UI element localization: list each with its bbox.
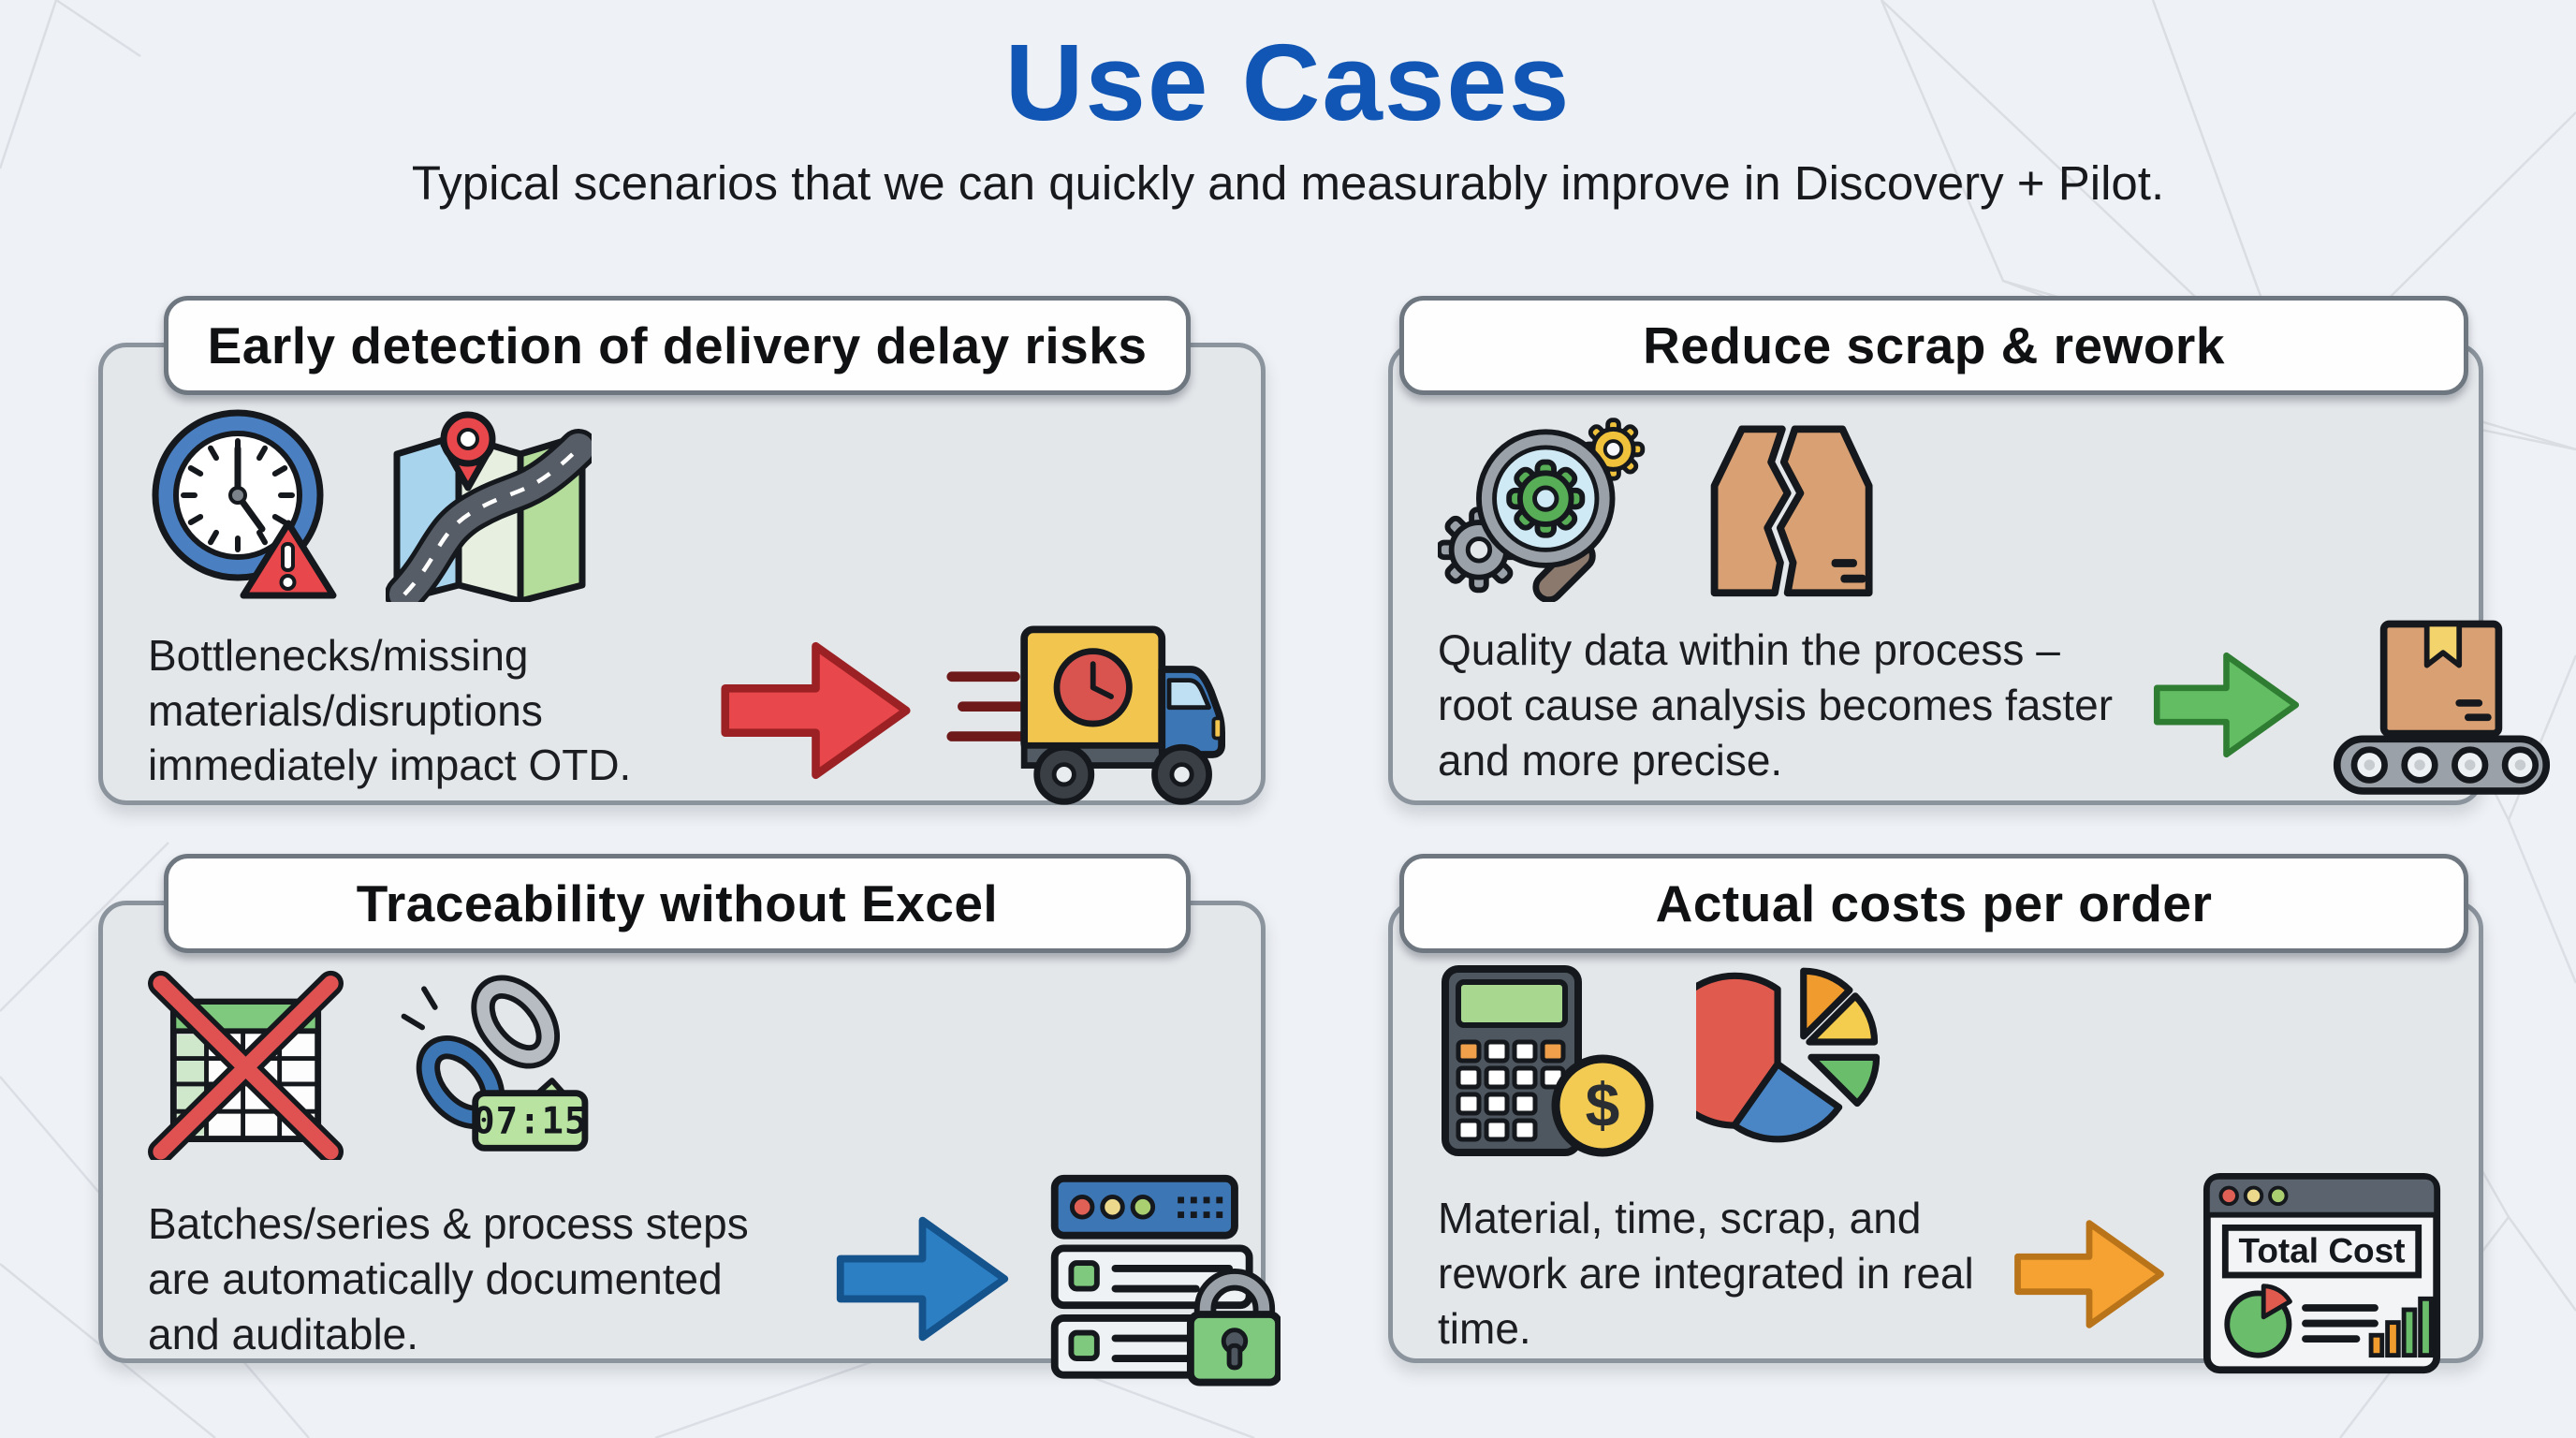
page-title: Use Cases <box>1004 22 1572 143</box>
arrow-icon <box>720 641 911 780</box>
arrow-wrap <box>714 630 916 791</box>
content-row: Quality data within the process – root c… <box>1438 613 2551 798</box>
icon-row <box>148 405 1225 608</box>
map-route-icon <box>386 411 592 602</box>
card-body: $ Material, time, scrap, and rework are … <box>1388 901 2483 1374</box>
page-header: Use Cases Typical scenarios that we can … <box>0 22 2576 211</box>
card-header: Actual costs per order <box>1399 854 2468 953</box>
excel-crossed-icon <box>148 970 344 1160</box>
card-title: Reduce scrap & rework <box>1643 316 2225 374</box>
content-row: Batches/series & process steps are autom… <box>148 1171 1281 1387</box>
card-text: Quality data within the process – root c… <box>1438 625 2114 785</box>
card-title: Traceability without Excel <box>356 874 999 932</box>
cost-pie-icon <box>1696 967 1881 1143</box>
card-text: Material, time, scrap, and rework are in… <box>1438 1194 1974 1353</box>
clock-warning-icon <box>152 409 337 599</box>
delivery-truck-icon <box>946 625 1225 805</box>
icon-row: $ <box>1438 963 2443 1166</box>
broken-box-icon <box>1711 425 1873 597</box>
card-header: Early detection of delivery delay risks <box>164 296 1191 395</box>
card-title: Actual costs per order <box>1655 874 2213 932</box>
result-wrap <box>2332 613 2552 798</box>
server-lock-icon <box>1050 1174 1281 1387</box>
icon-row: 07:15 <box>148 963 1225 1166</box>
card-header: Traceability without Excel <box>164 854 1191 953</box>
card-actual-costs: Actual costs per order <box>1388 854 2483 1374</box>
content-row: Bottlenecks/missing materials/disruption… <box>148 613 1225 808</box>
arrow-icon <box>836 1216 1009 1342</box>
total-cost-label: Total Cost <box>2238 1231 2405 1269</box>
conveyor-box-icon <box>2333 620 2551 795</box>
arrow-wrap <box>831 1206 1014 1352</box>
card-body: Bottlenecks/missing materials/disruption… <box>98 343 1266 805</box>
icon-row <box>1438 405 2443 608</box>
result-wrap: Total Cost <box>2202 1171 2443 1376</box>
use-case-cards: Early detection of delivery delay risks <box>98 296 2551 1387</box>
arrow-icon <box>2013 1219 2164 1328</box>
card-traceability: Traceability without Excel <box>98 854 1281 1387</box>
dollar-symbol: $ <box>1586 1070 1620 1139</box>
card-delivery-delay: Early detection of delivery delay risks <box>98 296 1266 805</box>
card-title: Early detection of delivery delay risks <box>207 316 1148 374</box>
total-cost-dashboard-icon: Total Cost <box>2203 1172 2441 1374</box>
card-text: Bottlenecks/missing materials/disruption… <box>148 630 632 790</box>
card-header: Reduce scrap & rework <box>1399 296 2468 395</box>
content-row: Material, time, scrap, and rework are in… <box>1438 1171 2443 1376</box>
card-text: Batches/series & process steps are autom… <box>148 1198 749 1358</box>
result-wrap <box>1042 1171 1281 1387</box>
magnifier-gears-icon <box>1438 418 1646 602</box>
arrow-wrap <box>2149 643 2304 767</box>
arrow-wrap <box>2004 1211 2174 1338</box>
card-body: Quality data within the process – root c… <box>1388 343 2551 805</box>
result-wrap <box>944 613 1225 808</box>
timestamp-text: 07:15 <box>473 1101 587 1143</box>
calculator-dollar-icon: $ <box>1442 965 1654 1157</box>
page-subtitle: Typical scenarios that we can quickly an… <box>411 155 2165 210</box>
chain-timestamp-icon: 07:15 <box>401 975 589 1152</box>
card-scrap-rework: Reduce scrap & rework <box>1388 296 2551 805</box>
card-body: 07:15 Batches/series & process steps are… <box>98 901 1281 1387</box>
arrow-icon <box>2153 653 2300 758</box>
